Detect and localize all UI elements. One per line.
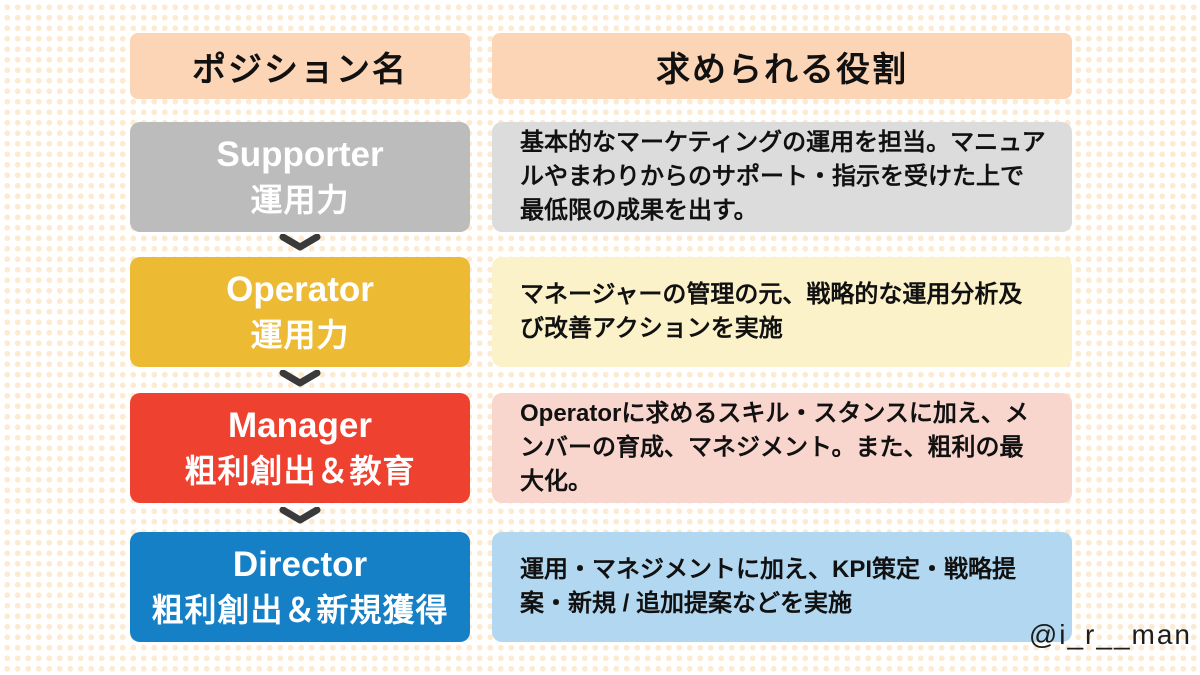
author-watermark: @i_r__man: [1028, 619, 1192, 650]
role-cell-operator: マネージャーの管理の元、戦略的な運用分析及び改善アクションを実施: [492, 257, 1072, 367]
position-subtitle: 粗利創出＆新規獲得: [151, 592, 449, 628]
position-subtitle: 粗利創出＆教育: [184, 453, 416, 489]
column-header-required-role: 求められる役割: [492, 33, 1072, 99]
chevron-down-icon: [279, 507, 321, 524]
role-text: マネージャーの管理の元、戦略的な運用分析及び改善アクションを実施: [520, 280, 1023, 342]
position-subtitle: 運用力: [250, 182, 350, 218]
role-cell-manager: Operatorに求めるスキル・スタンスに加え、メンバーの育成、マネジメント。ま…: [492, 393, 1072, 503]
role-text: 運用・マネジメントに加え、KPI策定・戦略提案・新規 / 追加提案などを実施: [520, 555, 1017, 617]
position-cell-manager: Manager 粗利創出＆教育: [130, 393, 470, 503]
position-cell-director: Director 粗利創出＆新規獲得: [130, 532, 470, 642]
role-cell-supporter: 基本的なマーケティングの運用を担当。マニュアルやまわりからのサポート・指示を受け…: [492, 122, 1072, 232]
chevron-down-icon: [279, 234, 321, 251]
chevron-down-icon: [279, 370, 321, 387]
position-cell-supporter: Supporter 運用力: [130, 122, 470, 232]
position-name: Operator: [226, 270, 374, 310]
role-text: Operatorに求めるスキル・スタンスに加え、メンバーの育成、マネジメント。ま…: [520, 399, 1029, 496]
position-name: Manager: [228, 406, 372, 446]
position-subtitle: 運用力: [250, 317, 350, 353]
position-name: Supporter: [216, 135, 384, 175]
role-cell-director: 運用・マネジメントに加え、KPI策定・戦略提案・新規 / 追加提案などを実施: [492, 532, 1072, 642]
column-header-position-name: ポジション名: [130, 33, 470, 99]
position-name: Director: [232, 545, 368, 585]
role-text: 基本的なマーケティングの運用を担当。マニュアルやまわりからのサポート・指示を受け…: [520, 128, 1046, 225]
position-cell-operator: Operator 運用力: [130, 257, 470, 367]
